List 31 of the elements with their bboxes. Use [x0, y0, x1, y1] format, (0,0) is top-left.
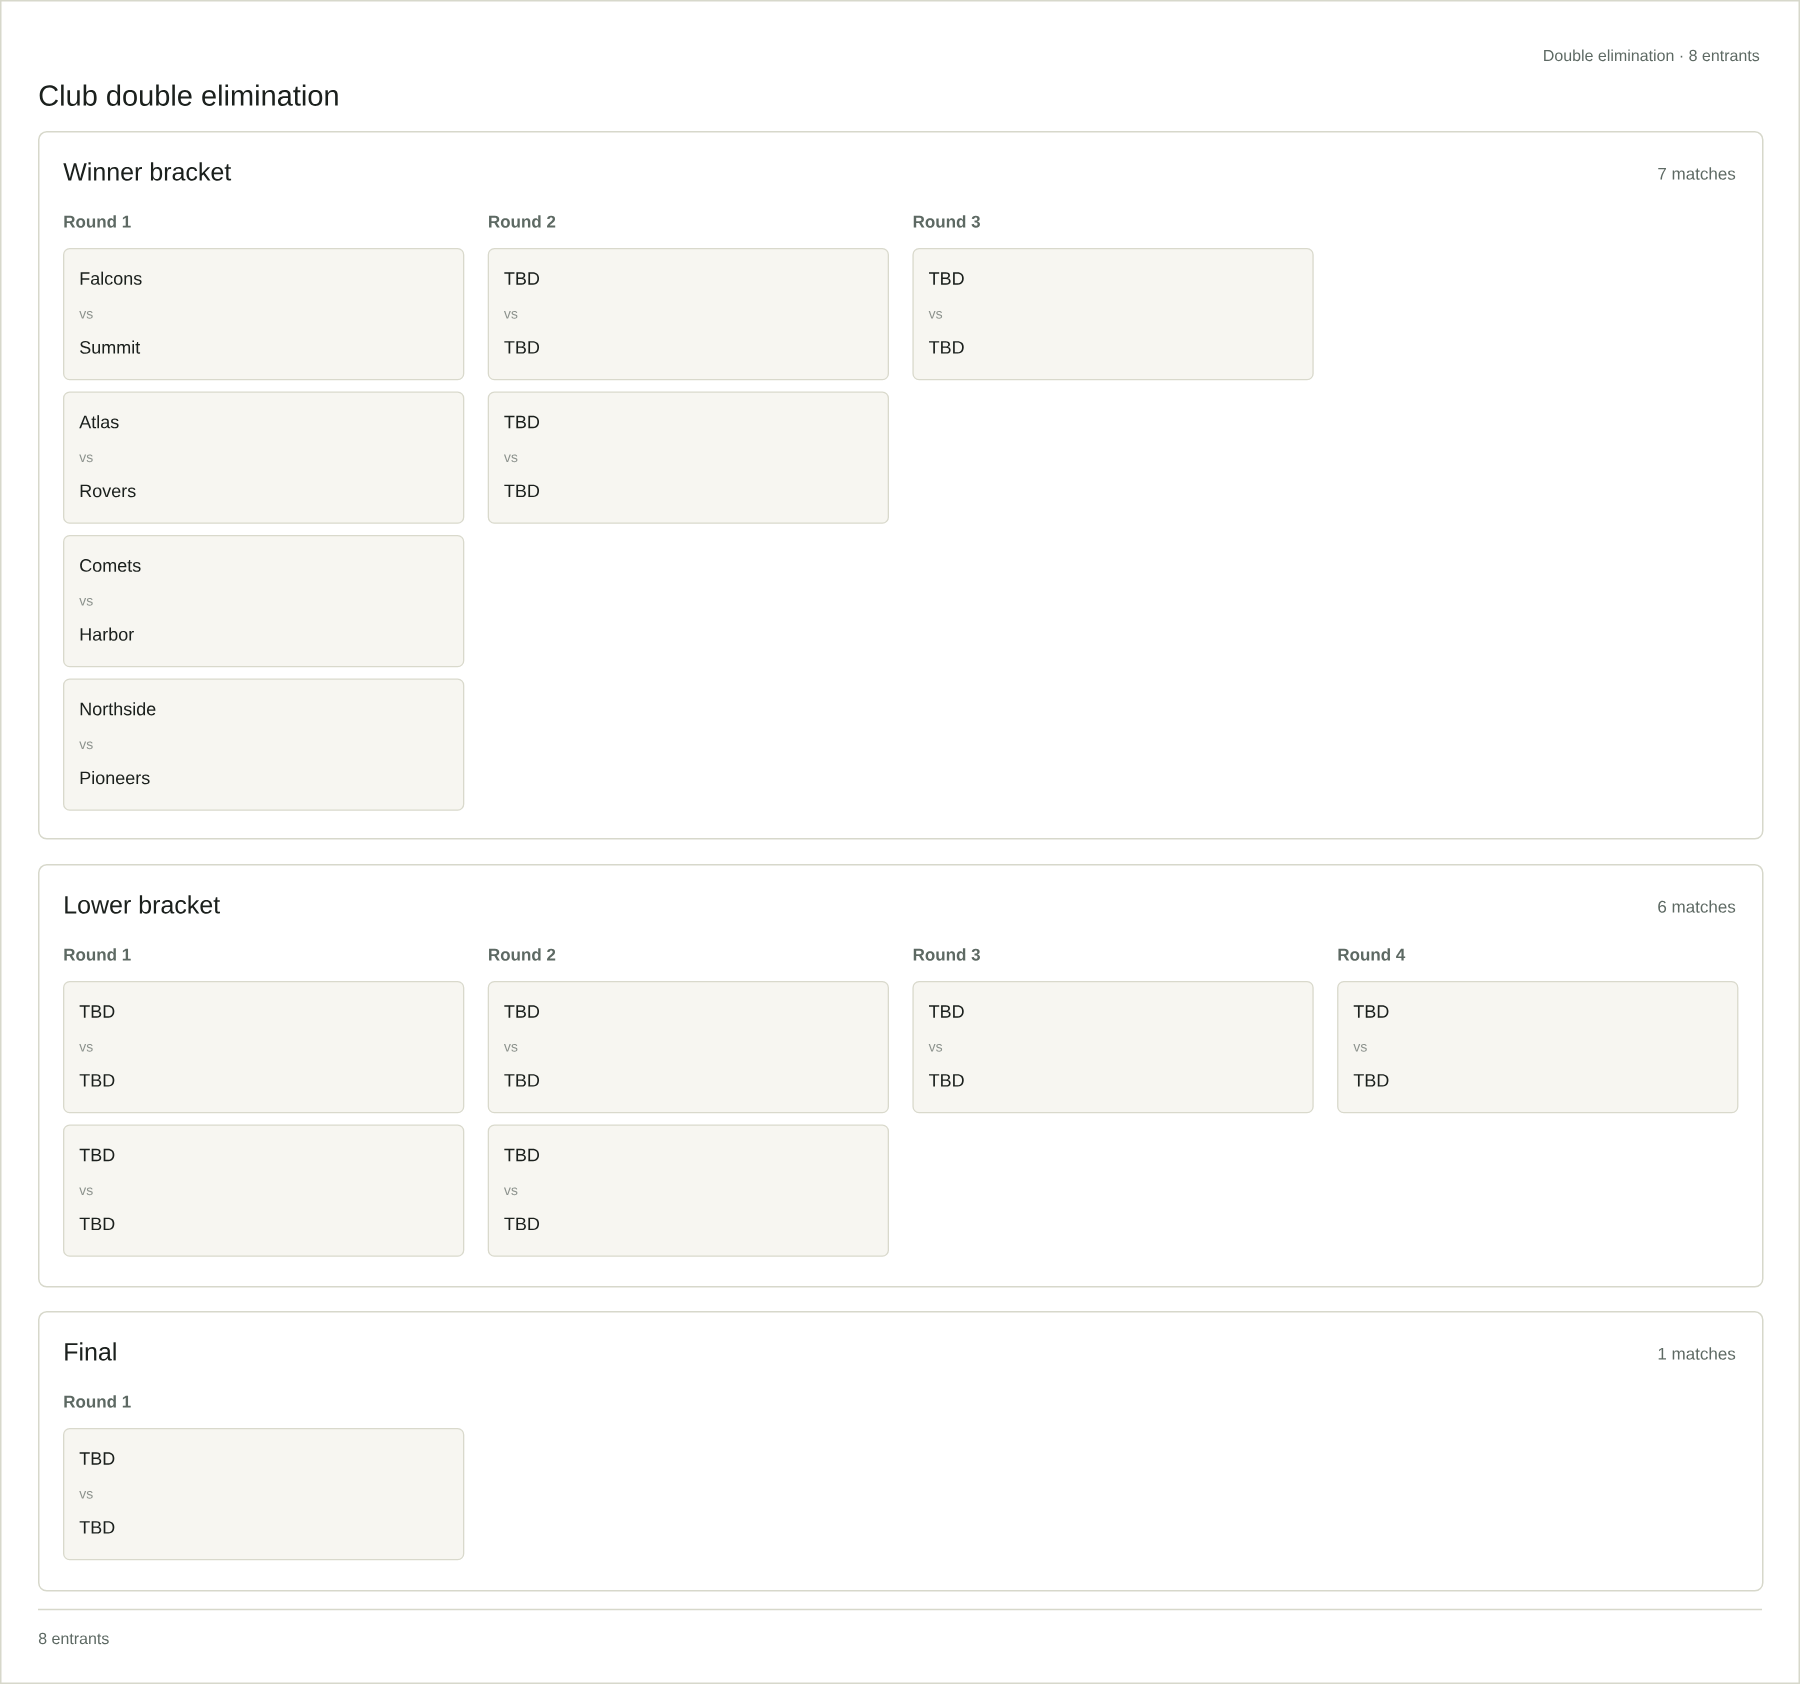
match-card: TBD vs TBD — [63, 1124, 465, 1257]
round-heading: Round 1 — [64, 948, 131, 961]
match-card: TBD vs TBD — [63, 981, 465, 1114]
round-heading: Round 2 — [489, 948, 556, 961]
round-heading: Round 1 — [64, 215, 131, 228]
format-summary: Double elimination · 8 entrants — [1544, 49, 1760, 62]
round-heading: Round 4 — [1338, 948, 1406, 961]
round-heading: Round 3 — [913, 215, 980, 228]
section-heading: Final — [65, 1342, 116, 1361]
page-title: Club double elimination — [39, 84, 338, 106]
match-card: TBD vs TBD — [63, 1428, 465, 1561]
entrant-count: 8 entrants — [38, 1632, 109, 1645]
round-heading: Round 1 — [64, 1395, 131, 1408]
match-card: Atlas vs Rovers — [63, 391, 465, 524]
round-heading: Round 2 — [489, 215, 556, 228]
match-card: Comets vs Harbor — [63, 535, 465, 668]
section-heading: Lower bracket — [65, 895, 220, 914]
match-card: TBD vs TBD — [487, 248, 889, 381]
match-card: Northside vs Pioneers — [63, 678, 465, 811]
match-card: Falcons vs Summit — [63, 248, 465, 381]
match-card: TBD vs TBD — [487, 981, 889, 1114]
match-count: 1 matches — [1658, 1347, 1736, 1360]
match-count: 6 matches — [1658, 900, 1736, 913]
match-count: 7 matches — [1658, 167, 1736, 180]
match-card: TBD vs TBD — [1337, 981, 1739, 1114]
round-heading: Round 3 — [913, 948, 980, 961]
section-heading: Winner bracket — [63, 162, 232, 181]
match-card: TBD vs TBD — [912, 981, 1314, 1114]
match-card: TBD vs TBD — [487, 1124, 889, 1257]
match-card: TBD vs TBD — [912, 248, 1314, 381]
match-card: TBD vs TBD — [487, 391, 889, 524]
